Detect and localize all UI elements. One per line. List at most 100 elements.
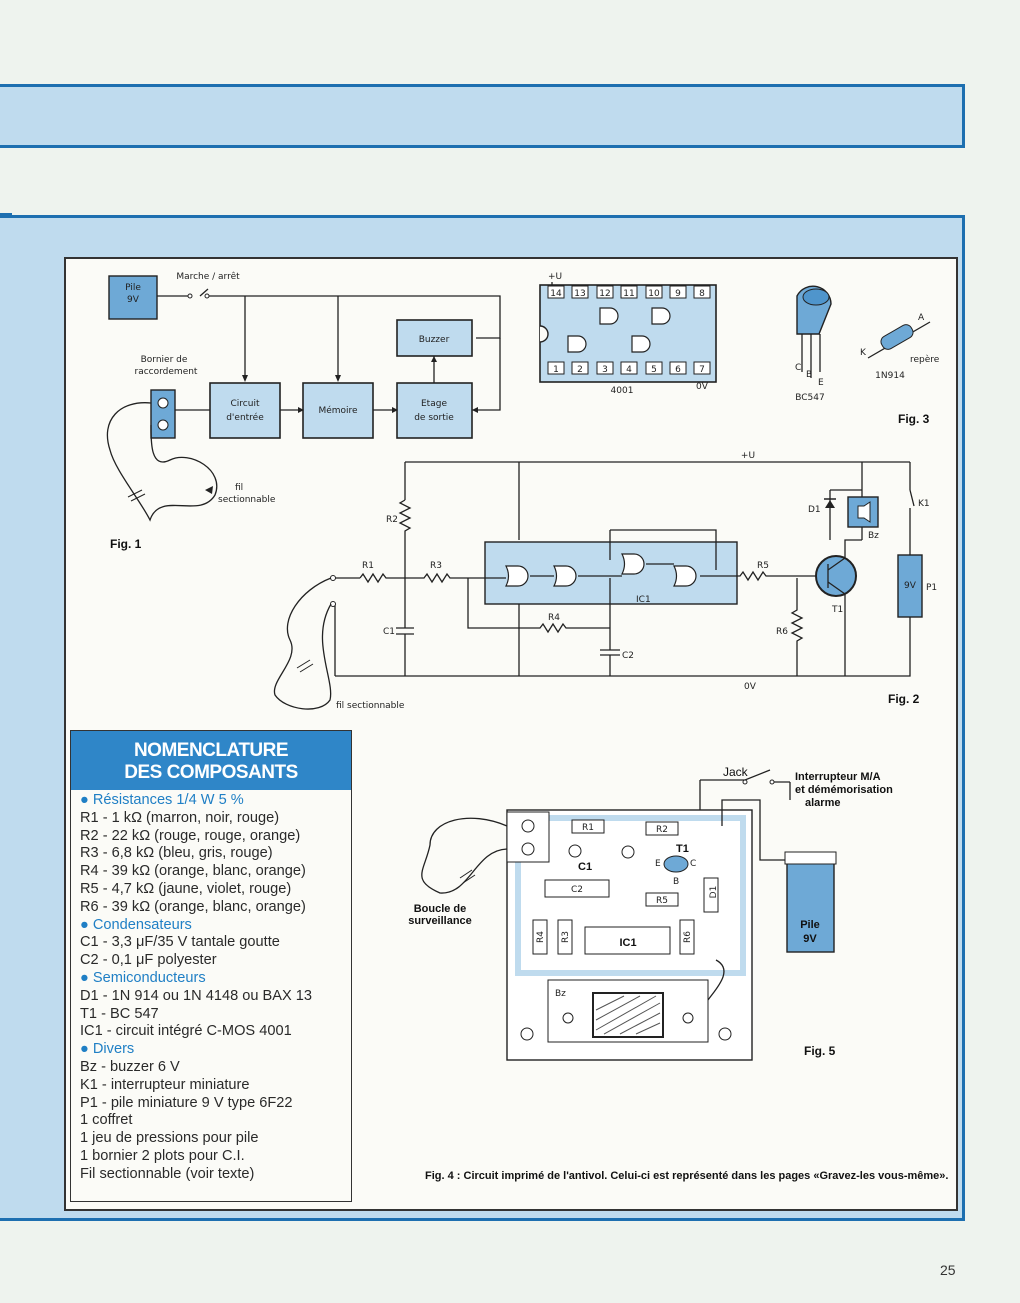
fig3-zero-v: 0V [696,382,709,392]
fig1-switch-label: Marche / arrêt [176,271,240,282]
nomenclature-box: NOMENCLATURE DES COMPOSANTS ● Résistance… [70,730,352,1202]
fig5-label: Fig. 5 [804,1044,836,1058]
fig5-traces [515,815,746,976]
fig3-bottom-pins: 1 2 3 4 5 6 7 [547,361,711,375]
fig3-nor-gates [567,307,671,353]
fig3-pin-7: 7 [699,365,705,375]
list-item: R5 - 4,7 kΩ (jaune, violet, rouge) [80,880,292,897]
fig3-diode-icon: K A repère 1N914 [860,313,940,381]
fig2-schematic: +U R2 IC1 R1 R3 R5 R4 C2 C1 R6 T1 D1 Bz … [273,451,937,711]
fig2-t1-symbol [815,555,857,597]
fig2-r4-label: R4 [548,613,560,623]
list-item: C1 - 3,3 μF/35 V tantale goutte [80,934,280,951]
fig3-pin-4: 4 [626,365,632,375]
fig5-boucle-2: surveillance [408,915,472,927]
fig2-c1-label: C1 [383,627,395,637]
fig5-r1-label: R1 [582,823,594,833]
nomenclature-title: NOMENCLATURE DES COMPOSANTS [71,731,351,790]
fig2-label: Fig. 2 [888,692,920,706]
fig1-label: Fig. 1 [110,537,142,551]
fig1-memoire-block [302,382,374,439]
nomenclature-title-2: DES COMPOSANTS [124,762,298,783]
fig4-caption: Fig. 4 : Circuit imprimé de l'antivol. C… [425,1170,949,1182]
fig3-transistor-name: BC547 [795,393,824,403]
fig5-pile-label: Pile [800,919,820,931]
fig1-fil-1: fil [235,483,243,493]
fig2-buzzer-symbol [847,496,879,528]
fig3-label: Fig. 3 [898,412,930,426]
fig2-zero-v: 0V [744,682,757,692]
nomenclature-title-1: NOMENCLATURE [133,740,289,761]
section-heading: ● Semiconducteurs [80,969,206,986]
fig5-battery [786,855,835,953]
fig3-ic-name: 4001 [611,386,634,396]
page-number: 25 [940,1262,956,1278]
fig1-fil-2: sectionnable [218,495,276,505]
fig3-pin-1: 1 [553,365,559,375]
fig5-t1 [663,855,689,873]
fig5-r6 [679,919,695,955]
fig3-diode-repere: repère [910,354,940,365]
fig5-jack-label: Jack [723,765,749,779]
fig5-r5-label: R5 [656,896,668,906]
fig1-battery-label: Pile [125,283,141,293]
fig3-pin-9: 9 [675,289,681,299]
list-item: Bz - buzzer 6 V [80,1058,180,1075]
fig2-r1-label: R1 [362,561,374,571]
fig3-pin-e: E [818,378,824,388]
list-item: R3 - 6,8 kΩ (bleu, gris, rouge) [80,845,273,862]
fig5-inter-2: et démémorisation [795,784,893,796]
section-heading: ● Condensateurs [80,916,192,933]
fig2-r5-label: R5 [757,561,769,571]
fig3-pin-13: 13 [574,289,585,299]
fig5-r3 [557,919,573,955]
fig5-d1 [703,877,719,913]
list-item: R1 - 1 kΩ (marron, noir, rouge) [80,809,280,826]
fig3-pin-14: 14 [550,289,562,299]
fig2-gates [505,553,697,587]
list-item: T1 - BC 547 [80,1005,159,1022]
fig1-terminal-block [150,389,176,439]
list-item: P1 - pile miniature 9 V type 6F22 [80,1094,293,1111]
fig2-t1-label: T1 [831,605,843,615]
fig5-ic1 [584,926,671,955]
fig3-diode-a: A [918,313,925,323]
fig5-pile-voltage: 9V [803,933,817,945]
fig2-plus-u: +U [741,451,755,461]
fig3-pinouts: +U 14 13 12 11 10 9 8 1 [539,272,940,426]
list-item: IC1 - circuit intégré C-MOS 4001 [80,1023,292,1040]
fig2-r2-label: R2 [386,515,398,525]
fig3-pin-6: 6 [675,365,681,375]
fig5-c1-label: C1 [578,861,592,873]
fig1-battery-voltage: 9V [127,295,140,305]
fig5-r5 [645,892,679,907]
fig5-r3-label: R3 [561,931,571,943]
fig1-etage-text-2: de sortie [414,413,454,423]
fig1-circuit-entree-block [209,382,281,439]
fig1-circuit-text-1: Circuit [231,399,260,409]
fig3-pin-10: 10 [648,289,660,299]
fig3-pin-b: B [806,370,812,380]
fig3-transistor-icon: C B E BC547 [795,285,832,403]
fig1-circuit-text-2: d'entrée [226,412,264,423]
list-item: 1 bornier 2 plots pour C.I. [80,1147,245,1164]
fig3-pin-5: 5 [651,365,657,375]
fig2-c2-label: C2 [622,651,634,661]
fig5-r1 [571,819,605,834]
fig2-fil-label: fil sectionnable [336,701,405,711]
fig5-t1-e: E [655,859,661,869]
list-item: R6 - 39 kΩ (orange, blanc, orange) [80,898,306,915]
fig1-memoire-text: Mémoire [318,405,358,416]
fig2-ic1-label: IC1 [636,595,651,605]
list-item: K1 - interrupteur miniature [80,1076,250,1093]
fig5-inter-1: Interrupteur M/A [795,771,881,783]
fig5-pcb-layout: Jack Interrupteur M/A et démémorisation … [408,765,893,1061]
fig2-d1-label: D1 [808,505,821,515]
fig2-k1-label: K1 [918,499,930,509]
fig5-inter-3: alarme [805,797,840,809]
fig5-c2-label: C2 [571,885,583,895]
fig3-pin-8: 8 [699,289,705,299]
fig3-diode-name: 1N914 [875,371,905,381]
fig3-pin-11: 11 [623,289,634,299]
fig3-plus-u: +U [548,272,562,282]
